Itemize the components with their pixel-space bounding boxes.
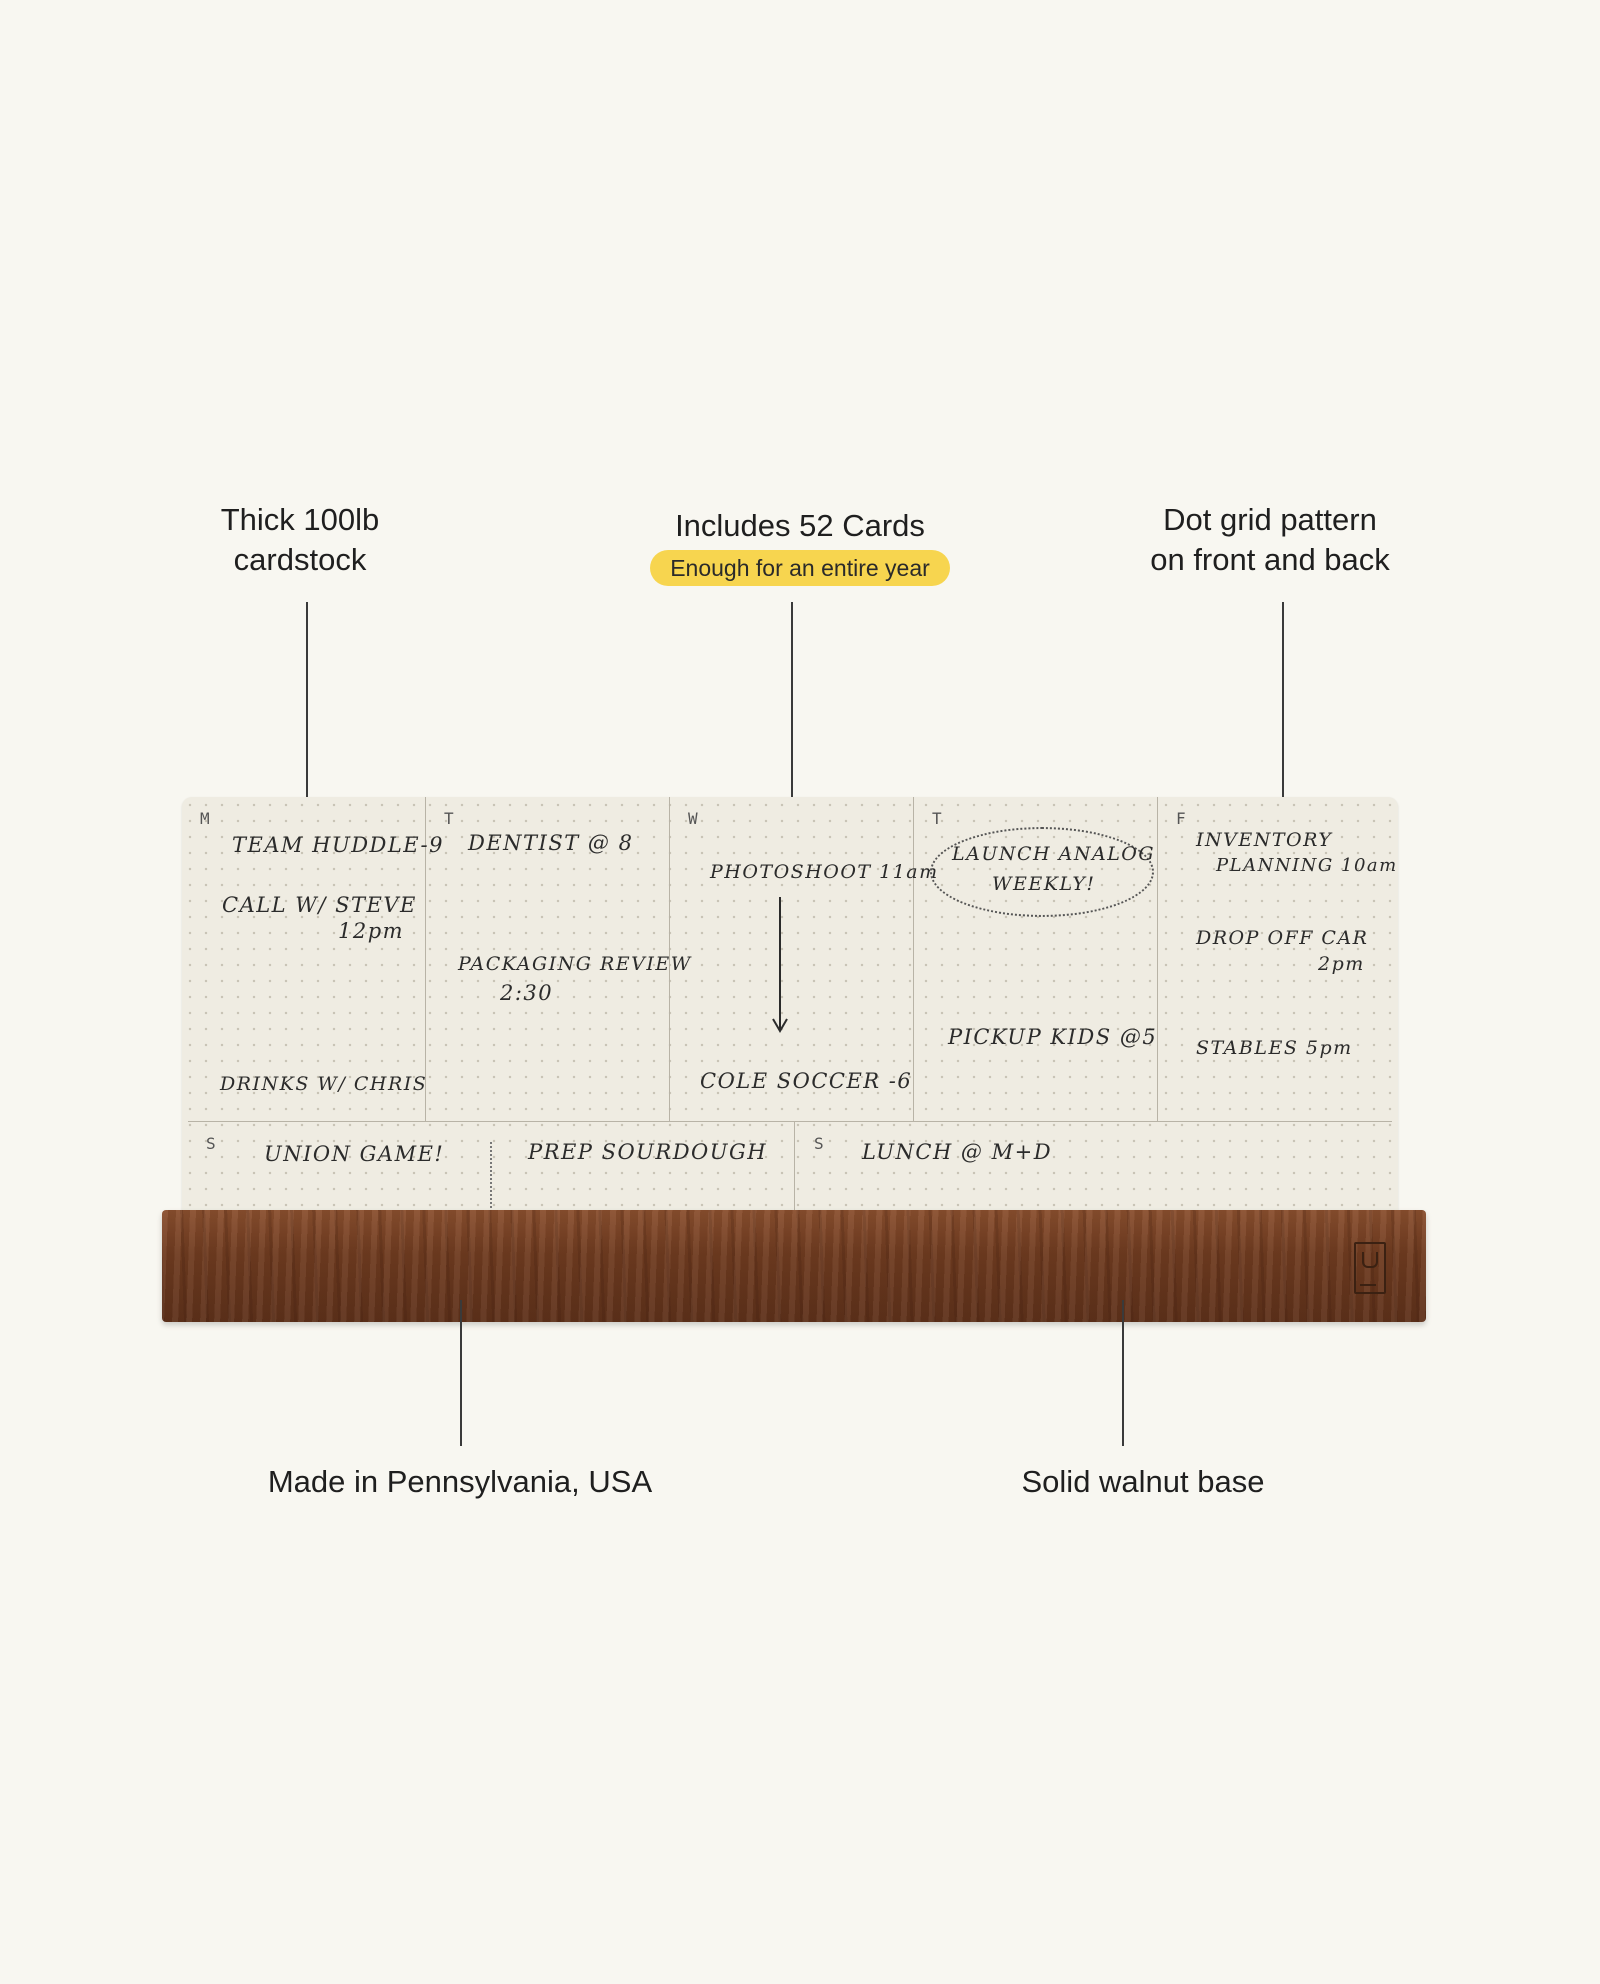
note: DROP OFF CAR [1196,927,1369,949]
callout-walnut: Solid walnut base [960,1462,1326,1502]
day-column-thursday: T LAUNCH ANALOG WEEKLY! PICKUP KIDS @5 [914,797,1158,1121]
callout-made-text: Made in Pennsylvania, USA [267,1464,653,1499]
note: DENTIST @ 8 [468,831,634,855]
day-letter: S [206,1134,216,1153]
note: CALL W/ STEVE [222,893,417,917]
day-letter: S [814,1134,824,1153]
day-column-wednesday: W PHOTOSHOOT 11am COLE SOCCER -6 [670,797,937,1121]
callout-dotgrid: Dot grid pattern on front and back [1120,500,1420,580]
leader-cardstock [306,602,308,808]
note: PACKAGING REVIEW [458,953,692,975]
note: UNION GAME! [264,1142,445,1166]
weekly-card: M TEAM HUDDLE-9 CALL W/ STEVE 12pm DRINK… [182,797,1398,1218]
note: STABLES 5pm [1196,1037,1353,1059]
callout-made: Made in Pennsylvania, USA [230,1462,690,1502]
day-letter: T [444,809,454,828]
day-column-friday: F INVENTORY PLANNING 10am DROP OFF CAR 2… [1158,797,1398,1121]
note: PHOTOSHOOT 11am [710,861,939,883]
callout-cardstock-line1: Thick 100lb [220,502,380,537]
leader-cards [791,602,793,808]
day-letter: F [1176,809,1186,828]
starburst-highlight [930,827,1154,917]
note: LAUNCH ANALOG [952,843,1156,865]
walnut-base [162,1210,1426,1322]
leader-walnut [1122,1300,1124,1446]
callout-dotgrid-line1: Dot grid pattern [1163,502,1377,537]
day-letter: M [200,809,210,828]
note: COLE SOCCER -6 [700,1069,913,1093]
day-column-monday: M TEAM HUDDLE-9 CALL W/ STEVE 12pm DRINK… [182,797,443,1121]
callout-dotgrid-line2: on front and back [1150,542,1390,577]
note: PREP SOURDOUGH [528,1140,768,1164]
note: LUNCH @ M+D [862,1140,1053,1164]
callout-cards: Includes 52 Cards Enough for an entire y… [590,506,1010,586]
day-column-sunday: S LUNCH @ M+D [796,1122,1392,1218]
leader-made [460,1300,462,1446]
day-column-tuesday: T DENTIST @ 8 PACKAGING REVIEW 2:30 [426,797,690,1121]
note: TEAM HUDDLE-9 [232,833,444,857]
day-letter: T [932,809,942,828]
note: DRINKS W/ CHRIS [220,1073,428,1095]
note: INVENTORY [1196,829,1333,851]
callout-walnut-text: Solid walnut base [1021,1464,1265,1499]
day-column-saturday: S UNION GAME! PREP SOURDOUGH [188,1122,795,1218]
note: 2:30 [500,981,554,1005]
brand-logo-icon [1354,1242,1386,1294]
dotted-divider [490,1142,492,1208]
note: 12pm [338,919,405,943]
callout-cardstock: Thick 100lb cardstock [180,500,420,580]
note: WEEKLY! [992,873,1096,895]
note: 2pm [1318,953,1365,975]
callout-cards-title: Includes 52 Cards [675,508,925,543]
day-letter: W [688,809,698,828]
note: PICKUP KIDS @5 [948,1025,1158,1049]
note: PLANNING 10am [1216,855,1398,876]
leader-dotgrid [1282,602,1284,808]
arrow-down-icon [772,897,788,1033]
callout-cards-badge: Enough for an entire year [650,550,950,586]
weekend-row: S UNION GAME! PREP SOURDOUGH S LUNCH @ M… [188,1121,1392,1218]
callout-cardstock-line2: cardstock [233,542,367,577]
